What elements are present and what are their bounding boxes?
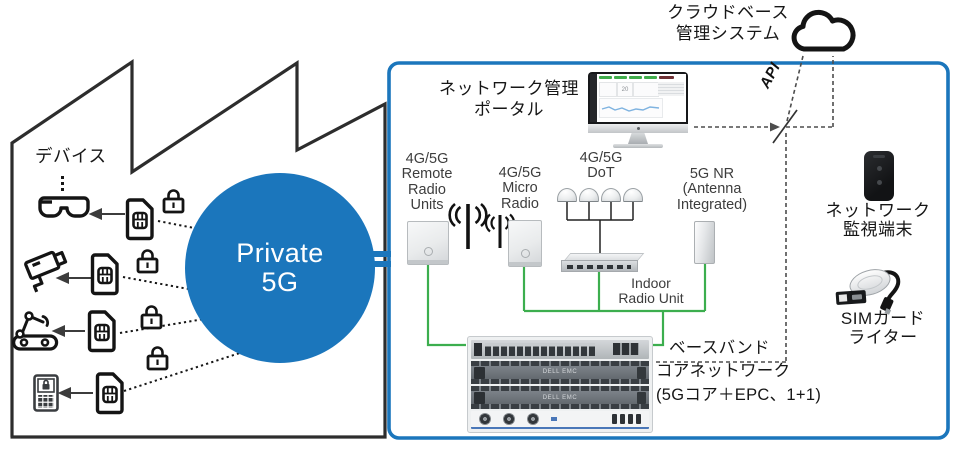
private-5g-label-line2: 5G — [261, 267, 299, 297]
portal-monitor-stand — [628, 133, 648, 144]
core-network-rack: DELL EMC DELL EMC — [467, 336, 653, 433]
network-monitoring-terminal — [864, 151, 894, 201]
portal-label: ネットワーク管理 ポータル — [439, 79, 579, 119]
baseband-ports — [612, 414, 641, 425]
micro-radio-label: 4G/5G Micro Radio — [498, 165, 542, 212]
sim-to-device-arrows — [51, 207, 125, 400]
dot-antenna-dome — [601, 188, 621, 202]
rack-switch — [471, 340, 649, 359]
surveillance-camera-icon — [24, 250, 68, 293]
cloud-icon — [791, 9, 856, 52]
smart-glasses-icon — [38, 196, 90, 218]
private-5g-label-line1: Private — [236, 237, 324, 268]
dashboard-sidebar — [590, 74, 597, 122]
rack-server-2: DELL EMC — [471, 385, 649, 410]
cloud-system-label: クラウドベース 管理システム — [667, 3, 789, 43]
onprem-boundary-box — [387, 61, 950, 440]
private-5g-bubble: Private 5G — [185, 173, 375, 363]
server-brand: DELL EMC — [542, 369, 578, 376]
sim-card-writer — [835, 264, 918, 314]
nr-label: 5G NR (Antenna Integrated) — [676, 166, 748, 213]
apple-logo-dot — [636, 127, 640, 130]
dashboard-card — [633, 82, 659, 97]
devices-label: デバイス — [35, 146, 107, 166]
nr-antenna-panel — [694, 221, 715, 264]
lock-icons — [136, 189, 185, 371]
sim-writer-label: SIMカード ライター — [840, 309, 926, 347]
dot-antenna-dome — [579, 188, 599, 202]
portal-arrowhead — [770, 122, 780, 132]
dashboard-table — [658, 82, 684, 96]
iru-label: Indoor Radio Unit — [618, 275, 684, 306]
micro-radio-unit — [508, 220, 542, 267]
rack-baseband-unit — [471, 411, 649, 429]
sim-card-icons — [87, 198, 154, 415]
dot-label: 4G/5G DoT — [579, 150, 623, 182]
monitoring-terminal-label: ネットワーク 監視端末 — [825, 201, 931, 239]
dashboard-card — [599, 82, 617, 97]
management-dashed-links — [656, 55, 834, 363]
fan-icon — [527, 413, 539, 426]
indoor-radio-unit — [561, 260, 638, 272]
portal-monitor-chin — [588, 124, 688, 133]
dot-antenna-harness — [566, 202, 634, 255]
api-boundary-slash — [772, 109, 798, 144]
rru-label: 4G/5G Remote Radio Units — [401, 151, 453, 214]
more-devices-ellipsis — [61, 176, 64, 191]
fan-icon — [503, 413, 515, 426]
portal-monitor-base — [613, 144, 663, 148]
sim-writer-adapter — [835, 289, 867, 306]
core-network-label: ベースバンド コアネットワーク (5Gコア＋EPC、1+1) — [656, 339, 822, 404]
fronthaul-green-links — [426, 264, 707, 347]
switch-uplink-ports — [613, 343, 639, 356]
factory-outline — [10, 58, 387, 439]
robot-arm-icon — [12, 311, 59, 351]
handheld-terminal-icon — [33, 374, 59, 412]
link-equals-bar-bottom — [364, 261, 391, 267]
remote-radio-unit — [407, 221, 449, 265]
fan-icon — [479, 413, 491, 426]
dot-antenna-dome — [623, 188, 643, 202]
rru-antenna-icon — [448, 202, 488, 249]
dashboard-card-value: 20 — [617, 82, 633, 97]
dashboard-kpi-bars — [599, 76, 674, 79]
dot-antenna-dome — [557, 188, 577, 202]
server-brand: DELL EMC — [542, 394, 578, 401]
dashboard-chart — [599, 98, 663, 118]
link-equals-bar-top — [364, 251, 391, 257]
portal-monitor: 20 — [588, 72, 688, 124]
sim-dotted-links — [119, 220, 253, 392]
rack-server-1: DELL EMC — [471, 360, 649, 384]
portal-dashboard-screen: 20 — [590, 74, 686, 122]
switch-ports — [485, 342, 595, 356]
